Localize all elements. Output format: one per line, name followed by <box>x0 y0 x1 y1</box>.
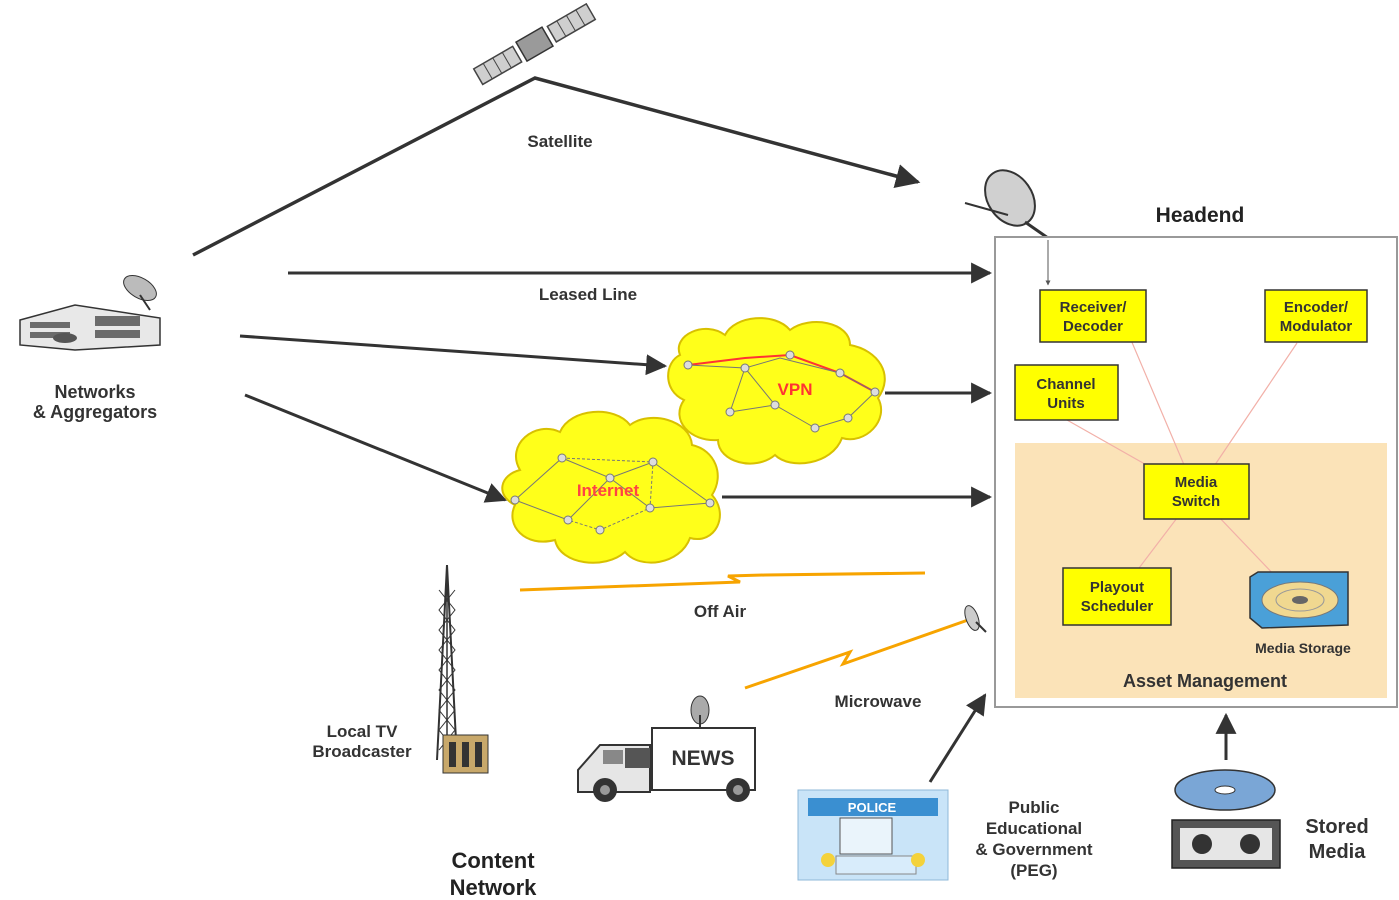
peg-label-line2: Educational <box>986 819 1082 838</box>
media-storage-label: Media Storage <box>1255 640 1351 656</box>
news-truck-text: NEWS <box>672 747 735 770</box>
asset-management-label: Asset Management <box>1123 671 1287 691</box>
vpn-label: VPN <box>778 380 813 399</box>
networks-label-line2: & Aggregators <box>33 402 157 422</box>
media-switch-label-line2: Switch <box>1172 493 1220 510</box>
channel-units-label-line2: Units <box>1047 395 1085 412</box>
vpn-in-link <box>239 334 668 376</box>
internet-cloud <box>501 410 721 564</box>
police-building-icon <box>797 789 949 881</box>
microwave-bolt <box>744 618 969 690</box>
leased-line-label: Leased Line <box>539 285 637 304</box>
broadcast-tower-icon <box>436 564 489 774</box>
receiver-decoder-label-line2: Decoder <box>1063 318 1123 335</box>
receiver-decoder-box: Receiver/ Decoder <box>1039 289 1147 343</box>
peg-label-line1: Public <box>1008 798 1059 817</box>
peg-label-line3: & Government <box>975 840 1092 859</box>
channel-units-label-line1: Channel <box>1036 376 1095 393</box>
encoder-modulator-label-line2: Modulator <box>1280 318 1353 335</box>
headend-title: Headend <box>1156 204 1245 227</box>
internet-in-link <box>244 393 507 503</box>
microwave-dish-icon <box>964 605 987 633</box>
peg-label-line4: (PEG) <box>1010 861 1057 880</box>
media-switch-box: Media Switch <box>1143 463 1250 520</box>
internet-label: Internet <box>577 481 640 500</box>
microwave-label: Microwave <box>835 692 922 711</box>
encoder-modulator-box: Encoder/ Modulator <box>1264 289 1368 343</box>
satellite-icon <box>472 2 597 86</box>
networks-label-line1: Networks <box>54 382 135 402</box>
stored-media-label-line2: Media <box>1309 841 1367 863</box>
police-sign-text: POLICE <box>848 800 897 815</box>
media-storage-icon <box>1249 571 1349 629</box>
receiver-decoder-label-line1: Receiver/ <box>1060 299 1128 316</box>
vpn-cloud <box>667 317 886 465</box>
networks-building-icon <box>19 275 161 351</box>
off-air-label: Off Air <box>694 602 747 621</box>
stored-media-label-line1: Stored <box>1305 816 1368 838</box>
satellite-link <box>192 76 921 257</box>
news-truck-icon <box>577 695 756 802</box>
local-tv-label-line1: Local TV <box>327 722 399 741</box>
satellite-label: Satellite <box>527 132 592 151</box>
playout-scheduler-label-line2: Scheduler <box>1081 598 1154 615</box>
content-network-label-line2: Network <box>450 875 538 900</box>
peg-link <box>928 693 987 783</box>
encoder-modulator-label-line1: Encoder/ <box>1284 299 1349 316</box>
local-tv-label-line2: Broadcaster <box>312 742 412 761</box>
headend-dish-icon <box>964 169 1049 240</box>
playout-scheduler-box: Playout Scheduler <box>1062 567 1172 626</box>
stored-media-icon <box>1171 769 1281 869</box>
playout-scheduler-label-line1: Playout <box>1090 579 1144 596</box>
media-switch-label-line1: Media <box>1175 474 1218 491</box>
content-network-label-line1: Content <box>451 848 535 873</box>
channel-units-box: Channel Units <box>1014 364 1119 421</box>
off-air-bolt <box>519 571 926 592</box>
